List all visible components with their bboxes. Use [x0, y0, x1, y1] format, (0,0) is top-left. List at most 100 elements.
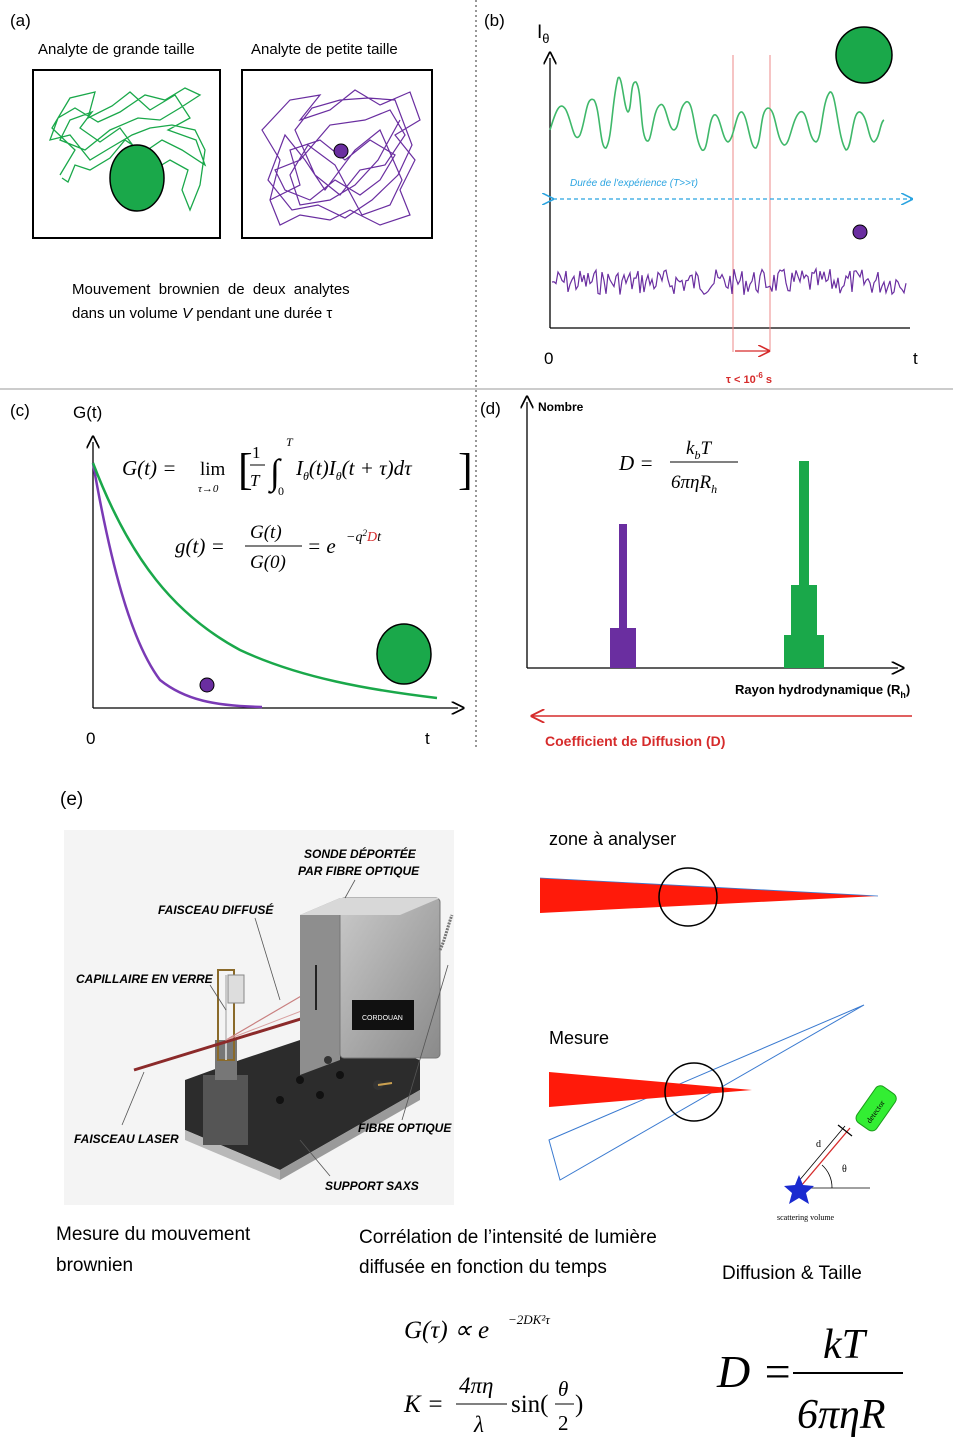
zone-label: zone à analyser [549, 829, 676, 849]
c-large-particle [376, 623, 432, 685]
d-eq-den: 6πηRh [671, 472, 717, 496]
tau-label-exp: -6 [756, 371, 764, 380]
c-eq2-lhs: g(t) = [175, 534, 225, 558]
d-eq-num-sub: b [694, 448, 700, 462]
box-small-analyte [241, 69, 433, 239]
zone-beam-edge-top [539, 877, 879, 897]
eq-k-num: 4πη [459, 1373, 493, 1398]
brand-plate [352, 1000, 414, 1030]
d-x-axis-end: ) [906, 682, 910, 697]
d-eq-num-t: T [700, 438, 712, 459]
peak-small-tip [619, 524, 627, 668]
scattering-star [784, 1175, 814, 1204]
d-eq-num: kbT [686, 438, 712, 462]
c-eq2-exp-sq: 2 [362, 528, 367, 538]
b-y-axis-sub: θ [542, 31, 549, 46]
eq-k-close: ) [575, 1391, 583, 1418]
signal-large [549, 76, 885, 151]
probe-box-side [300, 898, 340, 1075]
leader-capillaire [209, 984, 227, 1011]
d-x-axis-label: Rayon hydrodynamique (Rh) [735, 682, 910, 700]
knob-1-pin [377, 1082, 393, 1086]
c-eq2-den: G(0) [250, 552, 286, 573]
c-eq2-exp-pre: −q [346, 530, 362, 545]
eq-g-exp: −2DK²τ [508, 1312, 551, 1327]
d-symbol: d [816, 1139, 821, 1150]
c-eq1-lim: lim [200, 459, 226, 480]
label-sonde-2: PAR FIBRE OPTIQUE [298, 864, 420, 878]
d-eq-den-main: 6πηR [671, 472, 711, 493]
d-x-axis-sub: h [900, 690, 906, 700]
label-support: SUPPORT SAXS [325, 1179, 419, 1193]
box-large-analyte [32, 69, 221, 239]
c-eq2-exp-d: D [366, 530, 377, 545]
b-x-axis-label: t [913, 349, 918, 368]
eq-k-den: λ [473, 1412, 484, 1437]
tau-label-main: τ < 10 [726, 374, 756, 386]
detector-line-black [797, 1125, 846, 1183]
title-small-analyte: Analyte de petite taille [251, 41, 398, 58]
detector-body [855, 1085, 897, 1132]
eq-d-lhs: D = [716, 1346, 793, 1397]
eq-k-lhs: K = [403, 1391, 444, 1418]
leader-laser [121, 1071, 145, 1126]
diffusion-arrow-label: Coefficient de Diffusion (D) [545, 733, 725, 749]
c-eq1-int-top: T [286, 435, 294, 449]
tau-label: τ < 10-6 s [726, 371, 772, 386]
label-faisceau-diffuse: FAISCEAU DIFFUSÉ [158, 902, 274, 917]
support-hole-1 [296, 1076, 304, 1084]
probe-box [339, 897, 441, 1059]
holder-block [203, 1075, 248, 1145]
caption-mid-2: diffusée en fonction du temps [359, 1257, 607, 1278]
c-eq1-frac-den: T [250, 471, 261, 490]
c-eq1-bracket-r: ] [458, 445, 473, 494]
zone-circle [658, 867, 718, 927]
c-eq1-frac-num: 1 [252, 443, 261, 462]
knob-2 [324, 1056, 332, 1064]
support-hole-4 [336, 1071, 344, 1079]
caption-left-1: Mesure du mouvement [56, 1224, 251, 1245]
title-large-analyte: Analyte de grande taille [38, 41, 195, 58]
b-y-axis-main: I [537, 22, 542, 43]
panel-d: (d) Nombre Rayon hydrodynamique (Rh) Coe… [480, 399, 912, 749]
d-x-axis-main: Rayon hydrodynamique (R [735, 682, 901, 697]
panel-d-label: (d) [480, 399, 501, 418]
c-eq2-num: G(t) [250, 522, 282, 543]
panel-c-label: (c) [10, 401, 30, 420]
mesure-circle [664, 1062, 724, 1122]
large-particle [109, 144, 165, 212]
c-eq1-lim-sub: τ→0 [198, 483, 219, 495]
d-eq-lhs: D = [618, 451, 654, 475]
theta-arc [821, 1164, 833, 1189]
panel-a: (a) Analyte de grande taille Analyte de … [10, 11, 433, 322]
panel-c: (c) G(t) 0 t G(t) = lim τ→0 [ 1 T ∫ T 0 … [10, 401, 473, 748]
leader-fibre [401, 964, 449, 1121]
detector-line-red [800, 1127, 851, 1187]
d-eq-num-k: k [686, 438, 695, 459]
caption-a-line1: Mouvement brownien de deux analytes [72, 281, 350, 298]
mesure-beam [549, 1072, 752, 1107]
eq-k-sin: sin( [511, 1391, 549, 1418]
b-small-particle [852, 224, 868, 240]
c-x-axis-label: t [425, 729, 430, 748]
c-small-particle [199, 677, 215, 693]
leader-support [299, 1139, 331, 1177]
eq-k-two: 2 [558, 1411, 569, 1435]
c-eq1-bracket-l: [ [238, 445, 253, 494]
c-eq2-exp: −q2Dt [346, 528, 382, 545]
caption-a-var: V [182, 305, 194, 322]
capillary-cap [227, 974, 245, 1004]
small-particle [333, 143, 349, 159]
mesure-label: Mesure [549, 1028, 609, 1048]
tau-label-unit: s [763, 374, 772, 386]
support-hole-3 [276, 1096, 284, 1104]
caption-a-line2-pre: dans un volume [72, 305, 182, 322]
caption-a-line2-post: pendant une durée τ [192, 305, 332, 322]
b-origin: 0 [544, 349, 553, 368]
leader-faisceau-diffuse [254, 917, 281, 1001]
curve-small-decay [91, 462, 263, 709]
scattering-label: scattering volume [777, 1213, 835, 1222]
b-y-axis-label: Iθ [537, 22, 550, 46]
c-eq1-integrand: Iθ(t)Iθ(t + τ)dτ [295, 456, 413, 483]
